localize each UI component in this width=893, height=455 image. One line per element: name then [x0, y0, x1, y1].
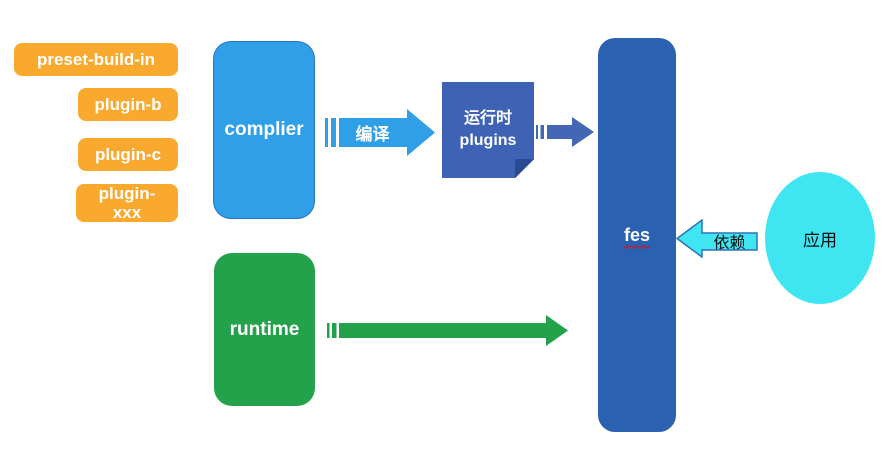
depend-arrow-label: 依赖 [713, 235, 746, 252]
compiler-block: complier [213, 41, 315, 219]
note-to-fes-arrow [536, 117, 594, 147]
depend-arrow: 依赖 [676, 219, 758, 258]
compile-arrow-label: 编译 [355, 125, 390, 144]
plugin-chip-plugin-xxx: plugin-xxx [76, 184, 178, 222]
runtime-plugins-note-line2: plugins [459, 132, 517, 149]
runtime-to-fes-arrow [327, 315, 568, 346]
striped-right-arrow-icon [536, 117, 594, 147]
runtime-block: runtime [214, 253, 315, 406]
app-label: 应用 [803, 230, 837, 250]
plugin-chip-preset-build-in: preset-build-in [14, 43, 178, 76]
app-ellipse: 应用 [765, 172, 875, 304]
runtime-label: runtime [229, 318, 300, 340]
fes-block: fes [598, 38, 676, 432]
runtime-plugins-note: 运行时 plugins [442, 82, 534, 178]
fes-label: fes [623, 224, 650, 245]
plugin-chip-plugin-c: plugin-c [78, 138, 178, 171]
compile-arrow: 编译 [325, 109, 435, 156]
striped-right-arrow-icon [327, 315, 568, 346]
left-arrow-icon [676, 219, 758, 258]
folded-corner-icon [515, 159, 534, 178]
runtime-plugins-note-line1: 运行时 [463, 110, 512, 127]
plugin-chip-plugin-b: plugin-b [78, 88, 178, 121]
compiler-label: complier [224, 119, 304, 140]
striped-right-arrow-icon [325, 109, 435, 156]
